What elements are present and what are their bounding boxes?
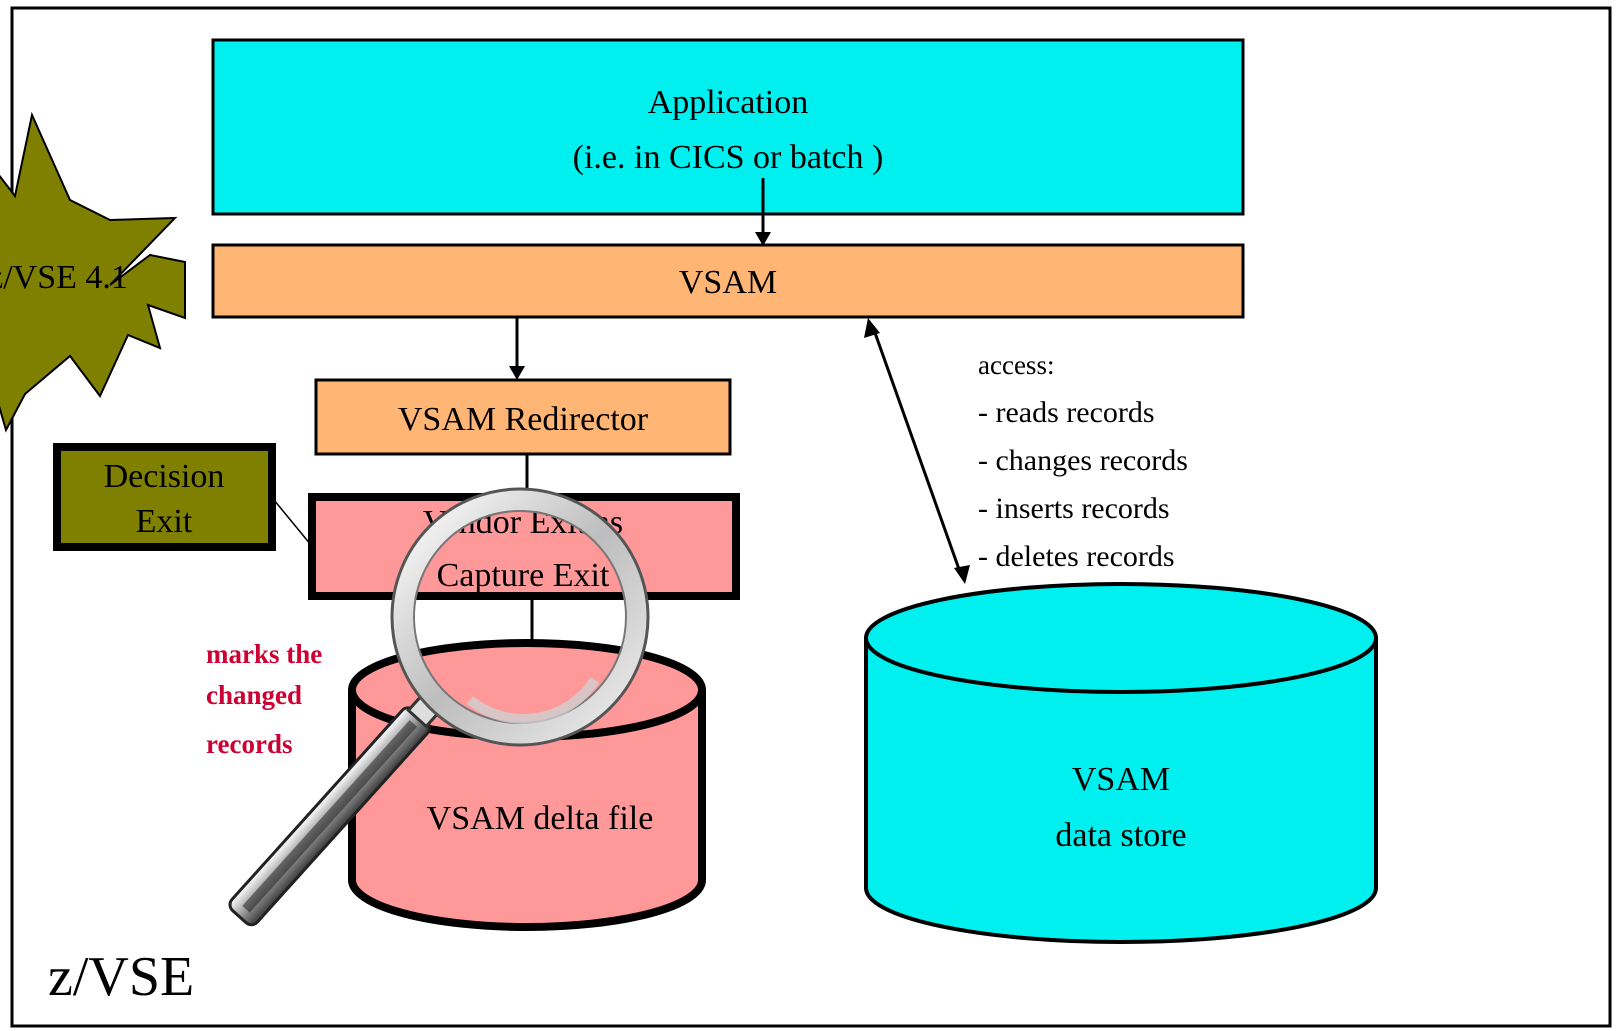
delta-file-cylinder: [348, 639, 706, 931]
vendor-exit-box: [308, 493, 740, 600]
arrow-app-to-vsam-head: [755, 232, 771, 246]
arrow-vsam-to-redirector-head: [509, 366, 525, 380]
delta-file-label: VSAM delta file: [427, 800, 654, 837]
access-item: - changes records: [978, 444, 1188, 477]
marks-note-line1: marks the: [206, 639, 322, 669]
data-store-cylinder: [864, 582, 1378, 944]
arrow-vsam-datastore-head-top: [864, 318, 880, 338]
access-item: - reads records: [978, 396, 1155, 429]
access-item: - inserts records: [978, 492, 1170, 525]
application-title: Application: [648, 84, 809, 121]
decision-to-vendor-line: [273, 499, 312, 546]
arrow-vsam-datastore-head-bottom: [954, 565, 970, 584]
decision-exit-box: [53, 443, 276, 551]
redirector-box: [314, 378, 732, 456]
arrow-vsam-datastore: [872, 329, 962, 573]
vsam-layer-box: [211, 243, 1245, 319]
application-box: [211, 38, 1245, 216]
vsam-layer-label: VSAM: [679, 264, 777, 301]
marks-note-line3: records: [206, 729, 292, 759]
decision-exit-line2: Exit: [136, 503, 193, 540]
platform-label: z/VSE: [48, 946, 194, 1008]
decision-exit-line1: Decision: [104, 458, 225, 495]
starburst-label: z/VSE 4.1: [0, 259, 128, 296]
access-item: - deletes records: [978, 540, 1175, 573]
redirector-label: VSAM Redirector: [398, 401, 649, 438]
magnifier-icon: [228, 487, 650, 927]
access-title: access:: [978, 350, 1054, 380]
starburst-icon: z/VSE 4.1: [0, 111, 186, 433]
marks-note-line2: changed: [206, 680, 302, 710]
vendor-exit-line2: Capture Exit: [437, 557, 610, 594]
data-store-line2: data store: [1055, 817, 1186, 854]
data-store-line1: VSAM: [1072, 761, 1170, 798]
application-subtitle: (i.e. in CICS or batch ): [573, 139, 884, 176]
